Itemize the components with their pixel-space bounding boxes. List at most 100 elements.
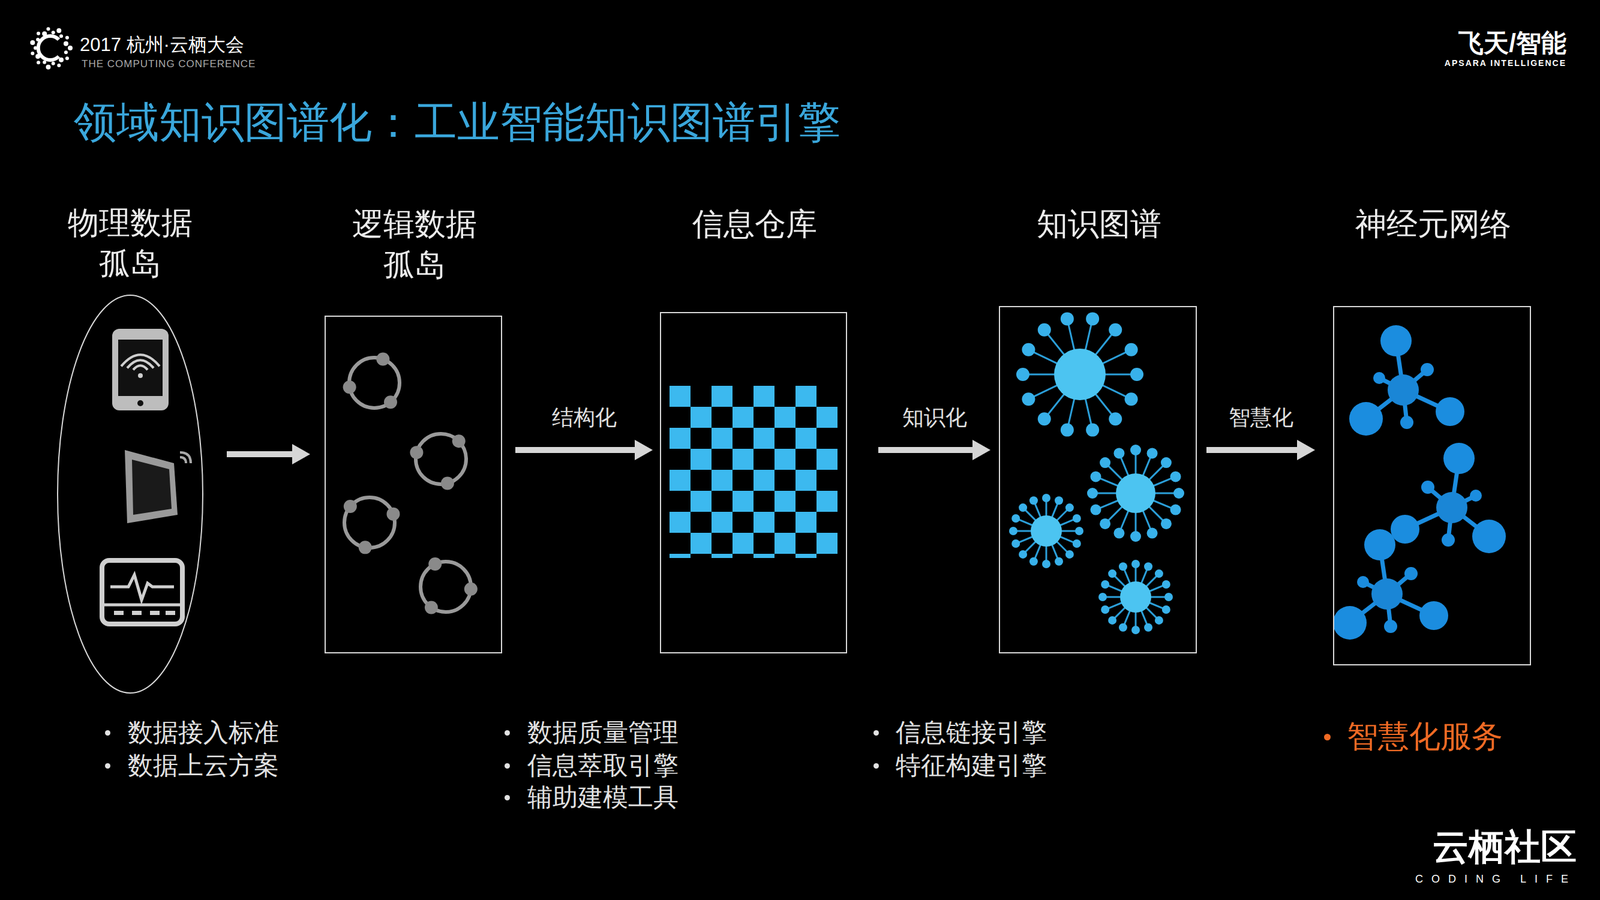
- bullet-item: 辅助建模工具: [527, 781, 679, 815]
- logo-dot: [67, 45, 73, 51]
- data-island-dot: [428, 557, 442, 571]
- arrow-head: [634, 439, 653, 461]
- neuron-node: [1420, 362, 1434, 377]
- stage-box: 逻辑数据 孤岛: [324, 315, 503, 654]
- neuron-node: [1349, 401, 1383, 436]
- bullet-dot: [1324, 733, 1331, 741]
- bullet-dot: [504, 794, 510, 801]
- graph-leaf: [1009, 526, 1018, 536]
- neuron-node: [1390, 514, 1420, 544]
- ellipse-outline: [56, 293, 204, 695]
- graph-leaf: [1130, 367, 1144, 381]
- logo-dot: [46, 26, 50, 31]
- data-island-dot: [358, 540, 372, 554]
- neuron-node: [1400, 415, 1414, 429]
- bullet-item: 信息萃取引擎: [527, 749, 679, 783]
- graph-leaf: [1160, 457, 1172, 468]
- monitor-key: [149, 610, 160, 615]
- graph-leaf: [1100, 580, 1110, 589]
- logo-dot: [36, 31, 41, 36]
- bullet-dot: [873, 730, 879, 736]
- wifi-arc: [121, 354, 160, 366]
- bullet-dot: [504, 730, 510, 736]
- data-island-dot: [386, 507, 400, 521]
- logo-dot: [51, 30, 56, 35]
- stage-heading: 物理数据 孤岛: [55, 202, 206, 284]
- wifi-arc: [127, 359, 154, 368]
- logo-dot: [36, 60, 41, 65]
- stage-box: 信息仓库: [659, 311, 848, 654]
- graph-leaf: [1113, 447, 1125, 459]
- arrow-label: 结构化: [551, 403, 617, 432]
- bullet-dot: [104, 730, 111, 736]
- highlight-item: 智慧化服务: [1346, 716, 1503, 758]
- wifi-dot: [137, 373, 143, 378]
- neuron-node: [1472, 519, 1506, 554]
- graph-leaf: [1090, 504, 1101, 516]
- graph-leaf: [1108, 412, 1122, 426]
- data-island-dot: [343, 380, 357, 394]
- logo-dot: [65, 56, 69, 60]
- data-island-dot: [440, 476, 455, 491]
- pulse-line: [110, 574, 174, 600]
- flow-arrow: [515, 439, 653, 461]
- bullet-dot: [104, 763, 111, 769]
- neuron-node: [1469, 489, 1482, 502]
- flow-arrow: [226, 443, 311, 465]
- graph-leaf: [1021, 392, 1035, 406]
- logo-dot: [45, 64, 51, 70]
- graph-leaf: [1075, 526, 1084, 536]
- bullet-item: 数据质量管理: [527, 716, 679, 750]
- graph-leaf: [1042, 493, 1051, 503]
- graph-leaf: [1087, 487, 1098, 499]
- graph-leaf: [1144, 623, 1153, 632]
- data-island-dot: [343, 499, 357, 513]
- monitor-key: [113, 610, 124, 615]
- phone-button: [137, 400, 144, 407]
- graph-leaf: [1037, 412, 1052, 426]
- data-island-dot: [376, 352, 390, 366]
- graph-leaf: [1130, 444, 1142, 456]
- graph-leaf: [1042, 559, 1051, 569]
- graph-leaf: [1029, 557, 1038, 566]
- graph-leaf: [1108, 616, 1117, 625]
- monitor-key: [165, 610, 176, 615]
- arrow-shaft: [1206, 446, 1298, 453]
- graph-leaf: [1130, 530, 1142, 542]
- arrow-head: [972, 439, 991, 461]
- graph-leaf: [1054, 557, 1064, 566]
- stage-heading: 逻辑数据 孤岛: [339, 203, 490, 285]
- logo-dot: [59, 34, 63, 38]
- graph-leaf: [1164, 592, 1173, 602]
- neuron-node: [1333, 605, 1367, 640]
- graph-leaf: [1154, 569, 1164, 578]
- neuron-core: [1387, 374, 1419, 406]
- graph-leaf: [1173, 487, 1185, 499]
- arrow-label: 知识化: [902, 403, 968, 432]
- neuron-node: [1357, 575, 1370, 588]
- graph-leaf: [1065, 550, 1074, 559]
- graph-hub: [1054, 348, 1106, 401]
- logo-dot: [56, 28, 62, 33]
- graph-leaf: [1118, 623, 1128, 632]
- logo-dot: [63, 41, 69, 47]
- logo-dot: [56, 63, 61, 68]
- graph-hub: [1120, 581, 1152, 613]
- graph-leaf: [1100, 605, 1110, 614]
- logo-dot: [64, 50, 68, 54]
- phone-icon: [112, 328, 169, 411]
- arrow-shaft: [515, 446, 635, 453]
- neuron-node: [1443, 442, 1475, 474]
- bullet-item: 特征构建引擎: [895, 749, 1047, 783]
- bullet-item: 数据接入标准: [127, 716, 279, 750]
- logo-dot: [65, 35, 69, 40]
- graph-leaf: [1113, 527, 1125, 539]
- graph-leaf: [1060, 423, 1074, 437]
- neuron-node: [1404, 566, 1418, 581]
- graph-leaf: [1098, 592, 1107, 602]
- graph-leaf: [1011, 514, 1020, 523]
- graph-leaf: [1099, 518, 1111, 530]
- graph-leaf: [1124, 392, 1139, 406]
- neuron-core: [1371, 578, 1403, 610]
